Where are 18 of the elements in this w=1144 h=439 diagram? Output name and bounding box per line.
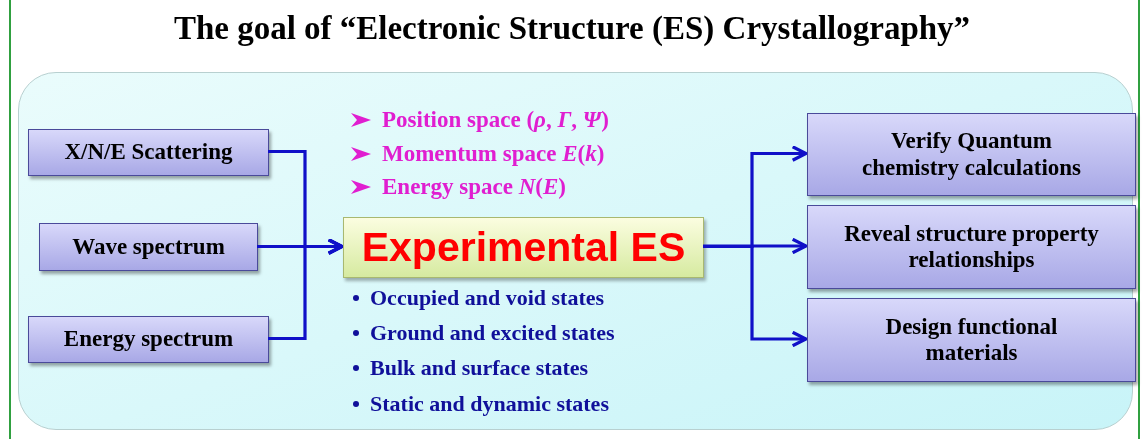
input-box: Energy spectrum — [28, 316, 269, 363]
goal-box: Reveal structure property relationships — [807, 205, 1136, 289]
connector-arrow — [268, 238, 344, 341]
state-item: Occupied and void states — [370, 285, 605, 311]
input-box: X/N/E Scattering — [28, 129, 269, 176]
diagram-title: The goal of “Electronic Structure (ES) Crystallography” — [172, 10, 972, 47]
goal-box: Design functional materials — [807, 298, 1136, 382]
space-item: Momentum space E(k) — [382, 141, 605, 167]
space-item: Position space (ρ, Γ, Ψ) — [382, 107, 609, 133]
state-item: Static and dynamic states — [370, 391, 609, 417]
state-item: Bulk and surface states — [370, 355, 589, 381]
goal-box: Verify Quantum chemistry calculations — [807, 113, 1136, 196]
panel-background — [18, 72, 1133, 430]
input-box: Wave spectrum — [39, 223, 258, 271]
state-item: Ground and excited states — [370, 320, 615, 346]
connector-arrow — [703, 237, 808, 255]
result-box: Experimental ES — [343, 217, 704, 278]
space-item: Energy space N(E) — [382, 174, 567, 200]
